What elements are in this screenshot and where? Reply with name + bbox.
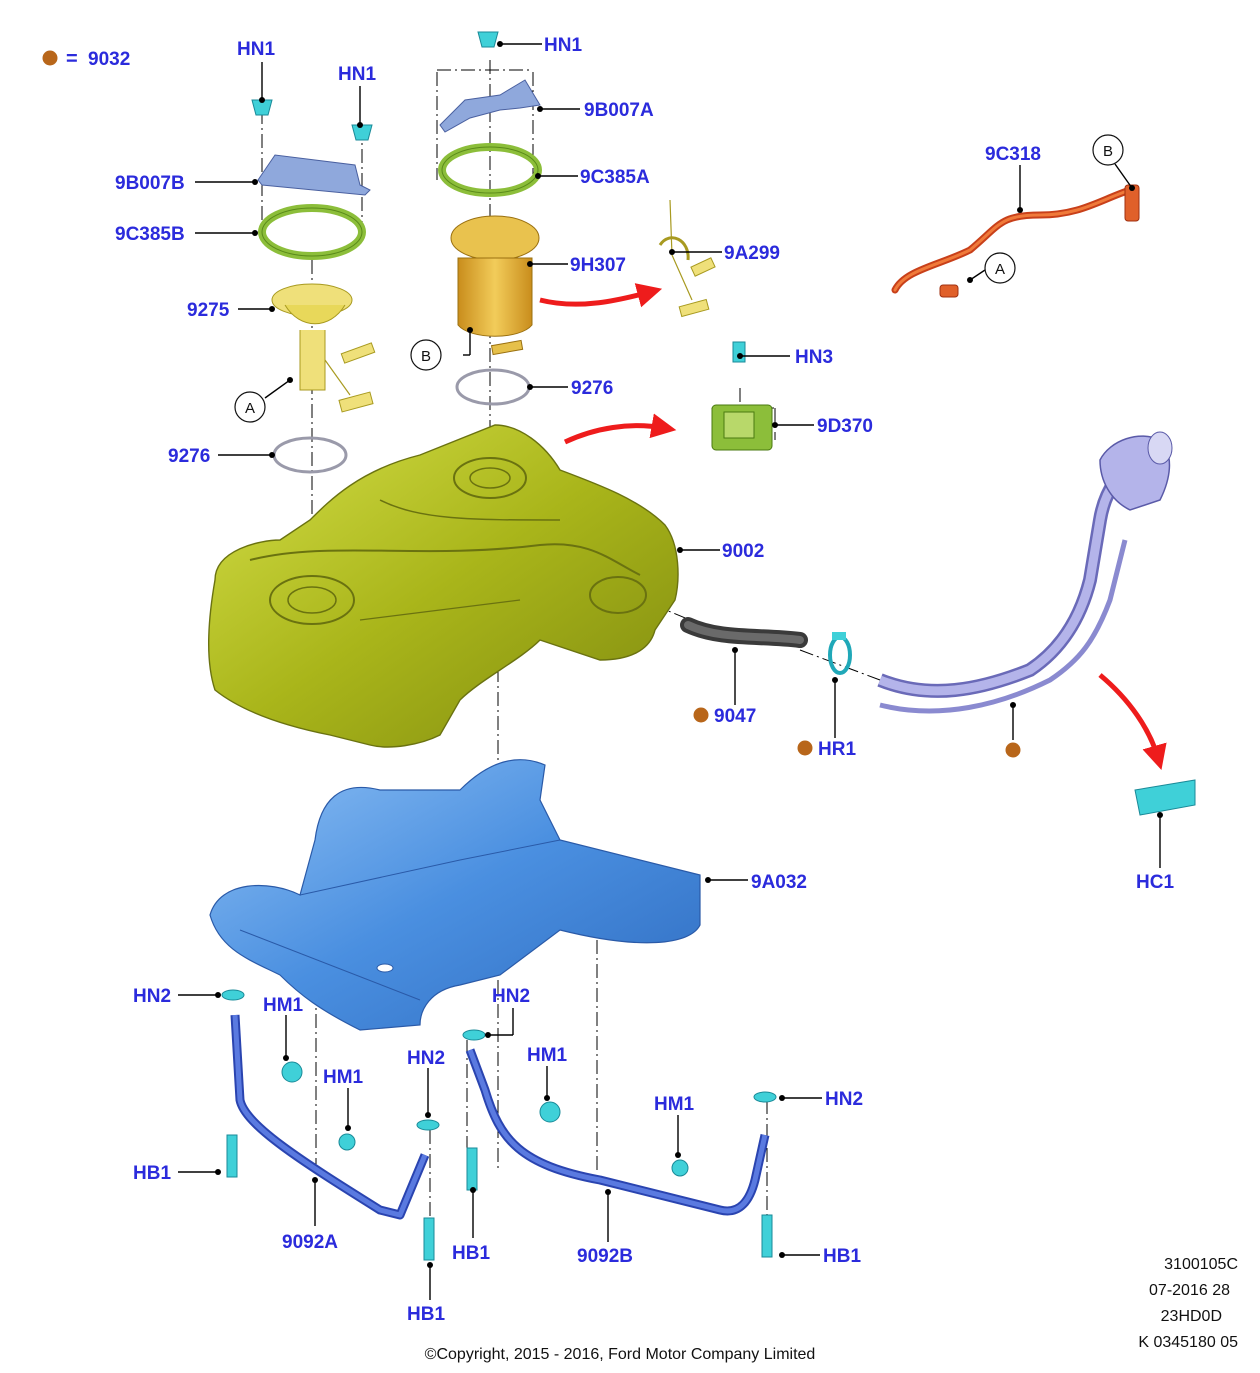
reference-line: K 0345180 05 (1138, 1334, 1238, 1351)
part-labels: HN1 HN1 HN1 9B007A 9B007B 9C385A 9C385B … (115, 35, 1174, 1325)
reference-block: 3100105C 07-2016 28 23HD0D K 0345180 05 (1138, 1256, 1238, 1351)
copyright-text: ©Copyright, 2015 - 2016, Ford Motor Comp… (425, 1346, 816, 1363)
connector-9d370 (711, 404, 773, 451)
bracket-9b007a (439, 79, 541, 133)
hose-9047 (680, 617, 808, 648)
label-9b007b: 9B007B (115, 173, 185, 194)
label-9a299: 9A299 (724, 243, 780, 264)
direction-arrows (539, 283, 1167, 771)
sender-9a299 (658, 199, 716, 318)
lock-ring-9c385a (438, 143, 542, 197)
callout-b-left: B (421, 348, 431, 365)
filler-pipe (877, 431, 1173, 714)
label-hc1: HC1 (1136, 872, 1174, 893)
label-hn2: HN2 (133, 986, 171, 1007)
label-9092b: 9092B (577, 1246, 633, 1267)
label-9c385b: 9C385B (115, 224, 185, 245)
pump-module-9h307 (450, 215, 540, 356)
label-hn2: HN2 (492, 986, 530, 1007)
label-9c318: 9C318 (985, 144, 1041, 165)
leader-lines (178, 41, 1163, 1300)
seal-9276-right (455, 368, 531, 406)
bracket-9b007b (257, 154, 371, 196)
strap-9092b (465, 1048, 770, 1216)
label-hn1: HN1 (237, 39, 275, 60)
label-9h307: 9H307 (570, 255, 626, 276)
label-hm1: HM1 (527, 1045, 568, 1066)
label-hb1: HB1 (452, 1243, 490, 1264)
label-hr1: HR1 (818, 739, 856, 760)
label-hn1: HN1 (544, 35, 582, 56)
legend-dot-icon (42, 50, 58, 66)
legend: = 9032 (42, 48, 130, 70)
legend-value: 9032 (88, 49, 130, 70)
label-9276: 9276 (571, 378, 613, 399)
label-hn1: HN1 (338, 64, 376, 85)
arrow-to-hc1 (1098, 673, 1167, 771)
label-9002: 9002 (722, 541, 764, 562)
label-9d370: 9D370 (817, 416, 873, 437)
label-9092a: 9092A (282, 1232, 338, 1253)
reference-line: 3100105C (1164, 1256, 1238, 1273)
arrow-to-9a299 (539, 283, 663, 308)
reference-line: 23HD0D (1161, 1308, 1222, 1325)
hose-9c318 (891, 184, 1140, 298)
heat-shield-9a032 (209, 759, 701, 1031)
callout-a-left: A (245, 400, 255, 417)
legend-equals: = (66, 48, 78, 70)
seal-9276-left (272, 436, 348, 474)
label-hn2: HN2 (825, 1089, 863, 1110)
label-hn2: HN2 (407, 1048, 445, 1069)
clamp-hr1 (828, 632, 852, 675)
fuel-tank-9002 (207, 424, 679, 748)
label-9276: 9276 (168, 446, 210, 467)
label-hm1: HM1 (263, 995, 304, 1016)
legend-marker-9047 (693, 707, 709, 723)
marker-dots (693, 707, 1021, 758)
label-hm1: HM1 (654, 1094, 695, 1115)
callouts: A B A B (234, 134, 1124, 423)
label-9047: 9047 (714, 706, 756, 727)
label-hb1: HB1 (823, 1246, 861, 1267)
sender-9275 (271, 283, 376, 413)
label-hb1: HB1 (407, 1304, 445, 1325)
legend-marker-filler (1005, 742, 1021, 758)
label-hb1: HB1 (133, 1163, 171, 1184)
legend-marker-hr1 (797, 740, 813, 756)
label-hm1: HM1 (323, 1067, 364, 1088)
label-hn3: HN3 (795, 347, 833, 368)
strap-9092a (230, 1014, 430, 1220)
label-9c385a: 9C385A (580, 167, 650, 188)
callout-b-right: B (1103, 143, 1113, 160)
arrow-to-9d370 (563, 413, 677, 445)
label-9a032: 9A032 (751, 872, 807, 893)
label-9275: 9275 (187, 300, 230, 321)
callout-a-right: A (995, 261, 1005, 278)
label-9b007a: 9B007A (584, 100, 654, 121)
reference-line: 07-2016 28 (1149, 1282, 1230, 1299)
lock-ring-9c385b (258, 204, 366, 260)
